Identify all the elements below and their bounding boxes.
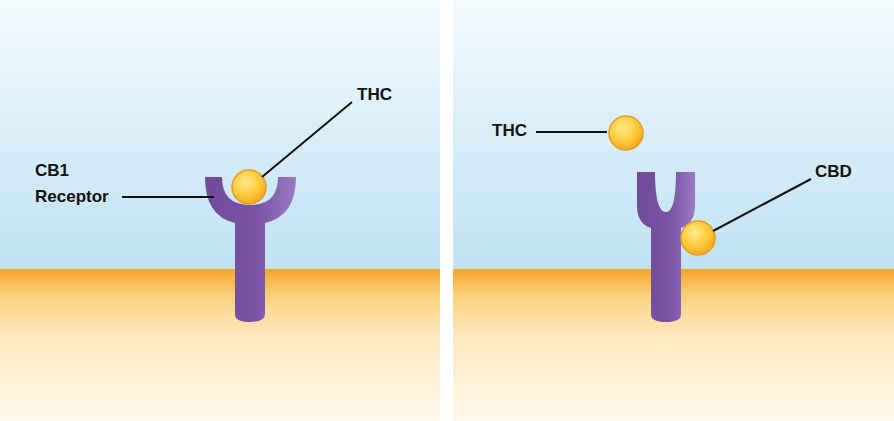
receptor-label: CB1 Receptor xyxy=(35,158,121,210)
leader-line xyxy=(122,196,214,198)
leader-line xyxy=(713,179,811,231)
cbd-molecule xyxy=(681,221,715,255)
leader-line xyxy=(262,102,352,177)
thc-molecule xyxy=(609,116,643,150)
leader-line xyxy=(536,131,607,133)
molecule-label: THC xyxy=(492,118,527,144)
cell-membrane xyxy=(0,269,440,421)
molecule-label: CBD xyxy=(815,159,852,185)
thc-molecule xyxy=(232,170,266,204)
molecule-label: THC xyxy=(357,82,392,108)
extracellular-space xyxy=(0,0,440,269)
